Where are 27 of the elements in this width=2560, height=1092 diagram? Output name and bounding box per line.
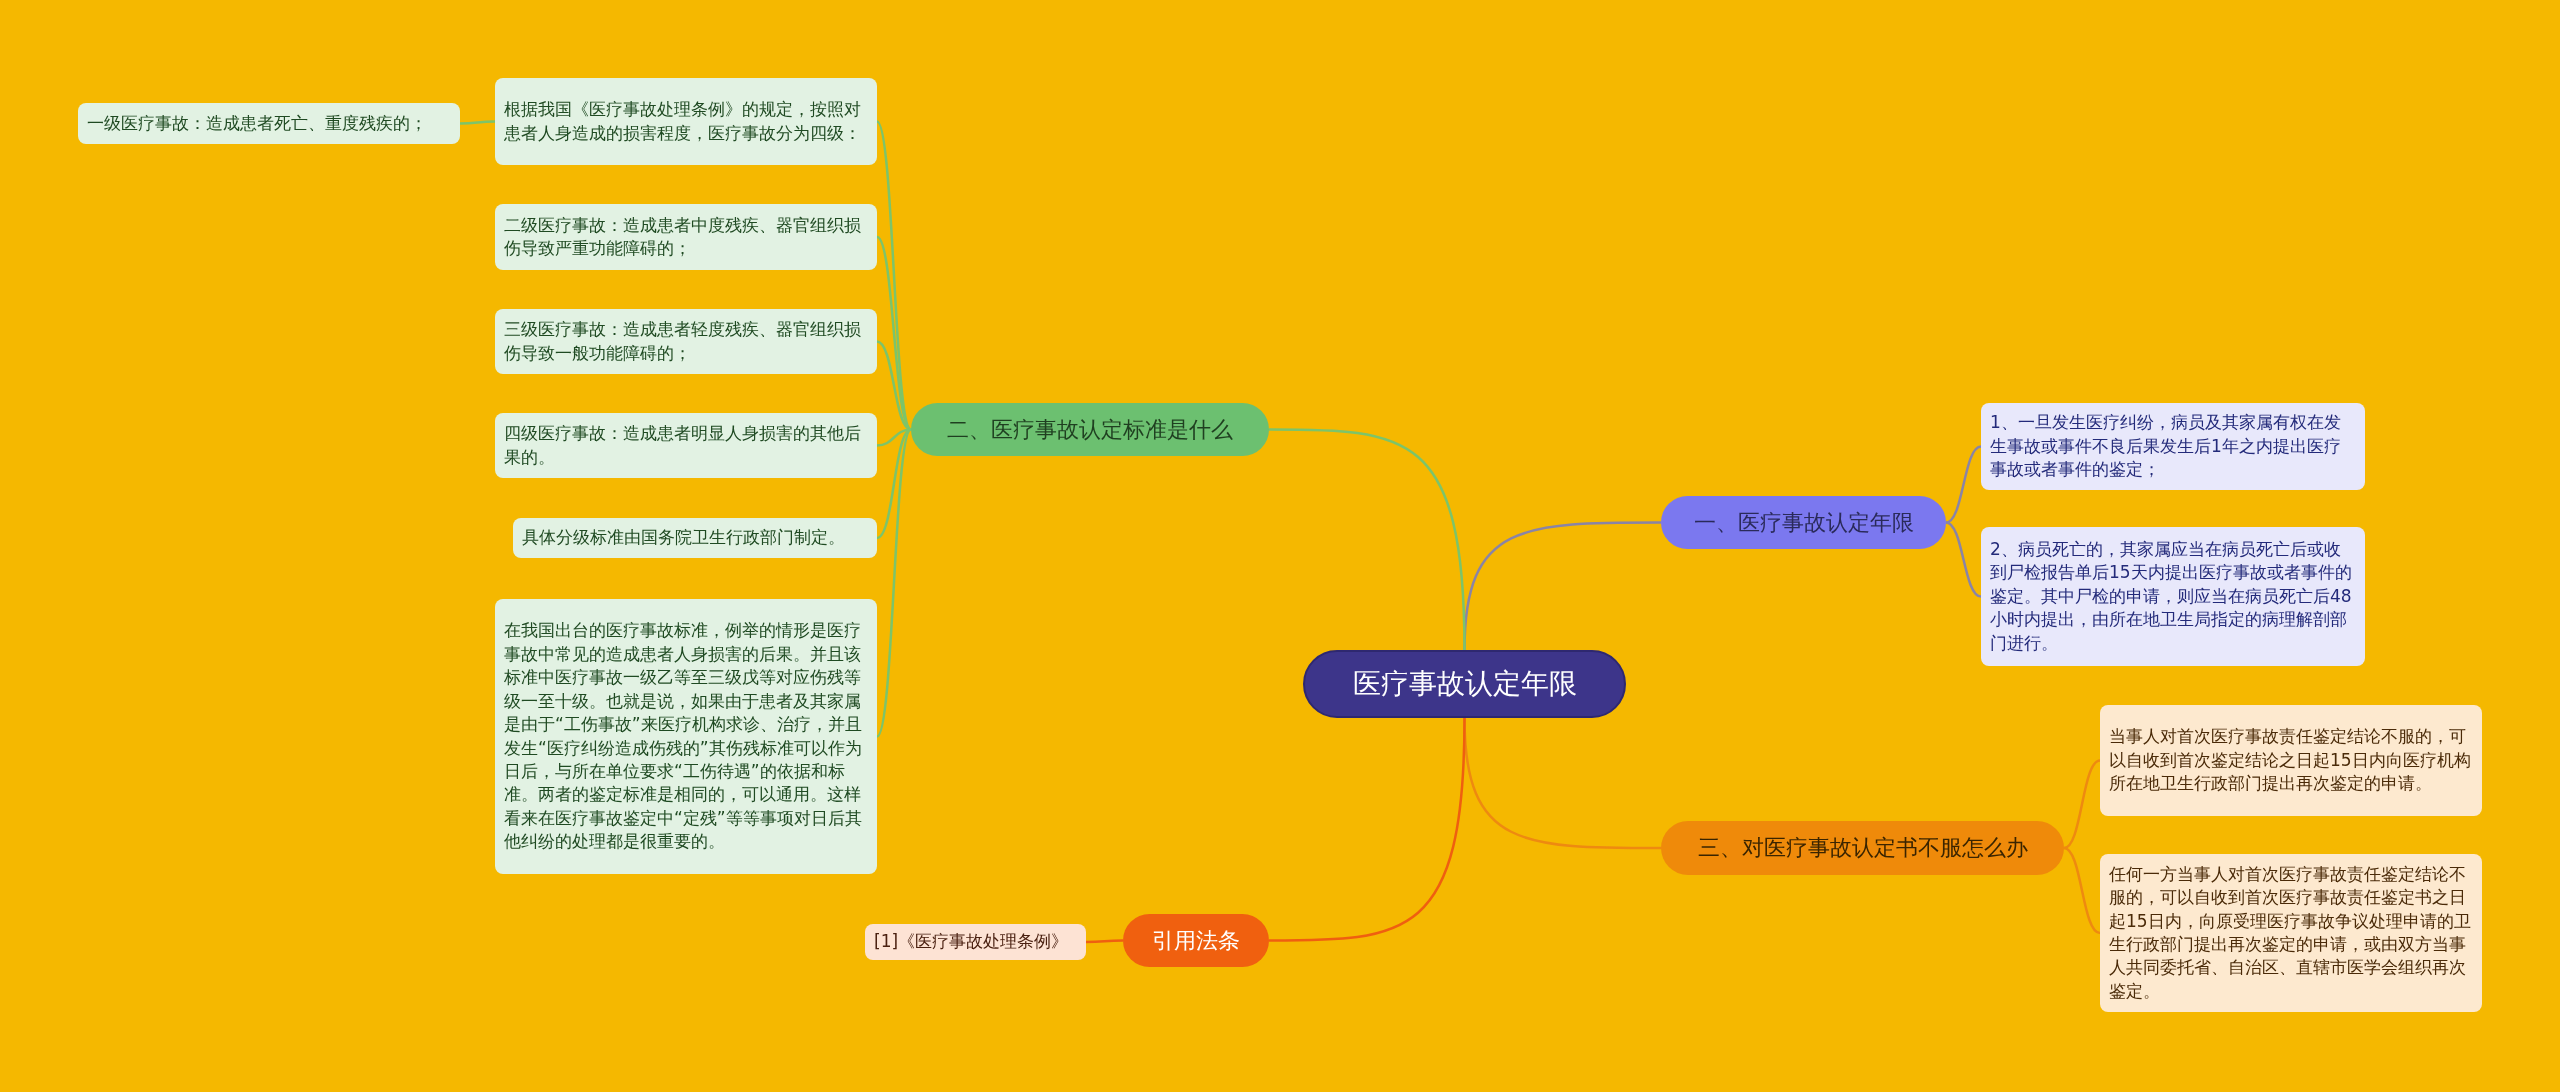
- connector: [1086, 939, 1123, 944]
- note-box: 一级医疗事故：造成患者死亡、重度残疾的；: [78, 103, 460, 144]
- topic-pill: 一、医疗事故认定年限: [1661, 496, 1946, 549]
- connector: [2063, 846, 2101, 935]
- connector: [1269, 428, 1466, 651]
- connector: [1269, 717, 1466, 942]
- central-topic: 医疗事故认定年限: [1303, 650, 1626, 718]
- note-box: 二级医疗事故：造成患者中度残疾、器官组织损伤导致严重功能障碍的；: [495, 204, 877, 270]
- connector: [875, 428, 913, 738]
- connector: [1945, 521, 1982, 598]
- note-box: [1]《医疗事故处理条例》: [865, 924, 1086, 960]
- topic-pill: 二、医疗事故认定标准是什么: [911, 403, 1269, 456]
- note-box: 当事人对首次医疗事故责任鉴定结论不服的，可以自收到首次鉴定结论之日起15日内向医疗机构所在地卫生行政部门提出再次鉴定的申请。: [2100, 705, 2482, 816]
- note-box: 三级医疗事故：造成患者轻度残疾、器官组织损伤导致一般功能障碍的；: [495, 309, 877, 374]
- note-box: 2、病员死亡的，其家属应当在病员死亡后或收到尸检报告单后15天内提出医疗事故或者事件的鉴定。其中尸检的申请，则应当在病员死亡后48小时内提出，由所在地卫生局指定的病理解剖部门进行。: [1981, 527, 2365, 666]
- note-box: 1、一旦发生医疗纠纷，病员及其家属有权在发生事故或事件不良后果发生后1年之内提出医疗事故或者事件的鉴定；: [1981, 403, 2365, 490]
- topic-pill: 引用法条: [1123, 914, 1269, 967]
- connector: [2063, 759, 2101, 850]
- note-box: 在我国出台的医疗事故标准，例举的情形是医疗事故中常见的造成患者人身损害的后果。并且该标准中医疗事故一级乙等至三级戊等对应伤残等级一至十级。也就是说，如果由于患者及其家属是由于“工伤事故”来医疗机构求诊、治疗，并且发生“医疗纠纷造成伤残的”其伤残标准可以作为日后，与所在单位要求“工伤待遇”的依据和标准。两者的鉴定标准是相同的，可以通用。这样看来在医疗事故鉴定中“定残”等等事项对日后其他纠纷的处理都是很重要的。: [495, 599, 877, 874]
- connector: [1945, 445, 1982, 524]
- connector: [876, 236, 912, 431]
- connector: [460, 120, 495, 125]
- topic-pill: 三、对医疗事故认定书不服怎么办: [1661, 821, 2064, 875]
- note-box: 任何一方当事人对首次医疗事故责任鉴定结论不服的，可以自收到首次医疗事故责任鉴定书之日起15日内，向原受理医疗事故争议处理申请的卫生行政部门提出再次鉴定的申请，或由双方当事人共同委托省、自治区、直辖市医学会组织再次鉴定。: [2100, 854, 2482, 1012]
- note-box: 四级医疗事故：造成患者明显人身损害的其他后果的。: [495, 413, 877, 478]
- note-box: 具体分级标准由国务院卫生行政部门制定。: [513, 518, 877, 558]
- note-box: 根据我国《医疗事故处理条例》的规定，按照对患者人身造成的损害程度，医疗事故分为四级：: [495, 78, 877, 165]
